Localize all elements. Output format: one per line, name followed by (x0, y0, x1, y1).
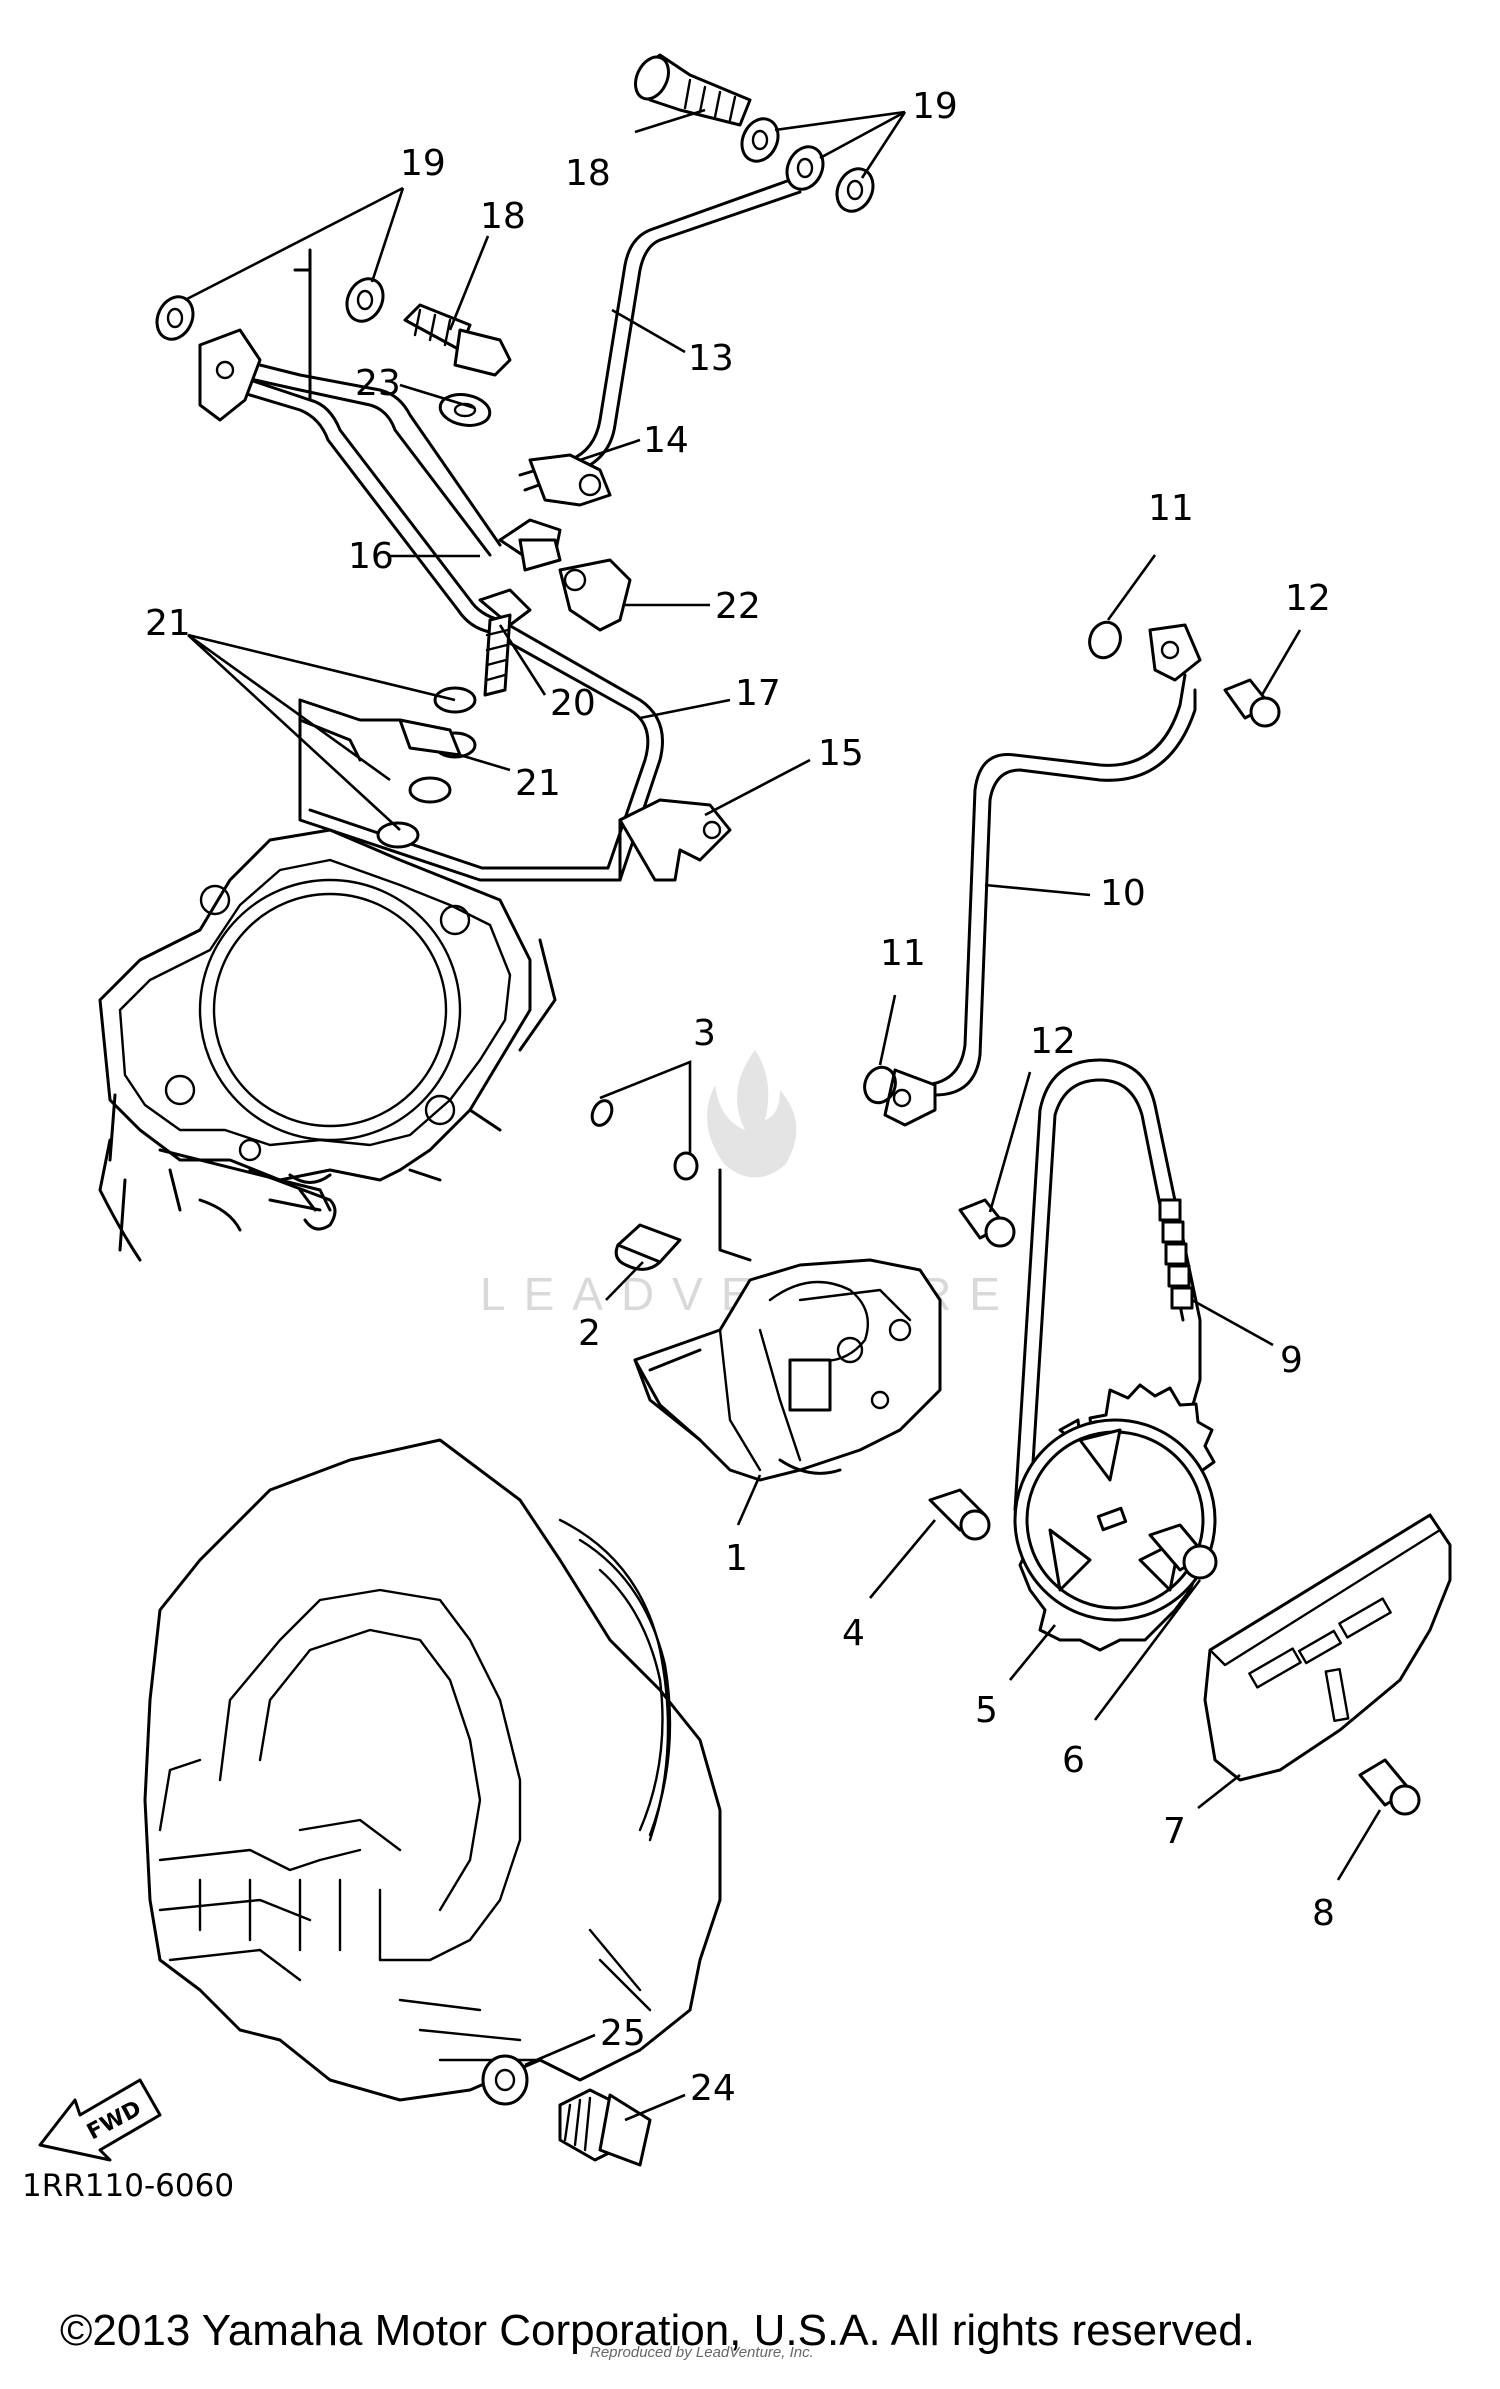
callout-22: 22 (715, 586, 761, 627)
callout-19a: 19 (912, 86, 958, 127)
oil-pipe-17 (238, 378, 682, 882)
callout-13: 13 (688, 338, 734, 379)
callout-18b: 18 (480, 196, 526, 237)
drain-washer-25 (481, 2054, 529, 2106)
fwd-arrow-icon: FWD (38, 2078, 162, 2162)
callout-4: 4 (842, 1613, 865, 1654)
pipe-o-rings (863, 620, 1122, 1105)
callout-21b: 21 (515, 763, 561, 804)
chain-links (1158, 1198, 1194, 1310)
pipe-fitting-left (198, 248, 502, 557)
drain-bolt-24 (558, 2088, 652, 2167)
callout-21a: 21 (145, 603, 191, 644)
copyright-notice: ©2013 Yamaha Motor Corporation, U.S.A. A… (60, 2306, 1255, 2355)
callout-25: 25 (600, 2013, 646, 2054)
callout-2: 2 (578, 1313, 601, 1354)
callout-12b: 12 (1030, 1021, 1076, 1062)
dowel-pin (614, 1223, 682, 1271)
union-bolt-18a (634, 53, 752, 127)
sprocket-cover (1203, 1513, 1452, 1782)
callout-11a: 11 (1148, 488, 1194, 529)
bracket-15 (618, 798, 732, 882)
callout-12a: 12 (1285, 578, 1331, 619)
callout-6: 6 (1062, 1740, 1085, 1781)
oil-pipe-10 (883, 623, 1202, 1127)
cylinder-outline (98, 828, 557, 1262)
callout-3: 3 (693, 1013, 716, 1054)
callouts: 1 2 3 4 5 6 7 8 9 10 11 11 12 12 13 14 1… (145, 86, 1382, 2122)
callout-10: 10 (1100, 873, 1146, 914)
oil-pump (633, 1168, 942, 1482)
crankcase-outline (143, 1438, 722, 2102)
bolt-8 (1358, 1758, 1421, 1816)
bolt-6 (1148, 1523, 1218, 1580)
callout-14: 14 (643, 420, 689, 461)
diagram-code: 1RR110-6060 (22, 2168, 235, 2204)
callout-5: 5 (975, 1690, 998, 1731)
drive-chain (1013, 1058, 1202, 1512)
union-bolt-18b (403, 303, 512, 377)
callout-24: 24 (690, 2068, 736, 2109)
o-rings (590, 1099, 699, 1181)
bolt-20 (478, 588, 532, 697)
callout-7: 7 (1163, 1811, 1186, 1852)
bolt-4 (928, 1488, 991, 1541)
callout-1: 1 (725, 1538, 748, 1579)
sprocket (1013, 1383, 1217, 1652)
callout-19b: 19 (400, 143, 446, 184)
callout-8: 8 (1312, 1893, 1335, 1934)
callout-9: 9 (1280, 1340, 1303, 1381)
callout-15: 15 (818, 733, 864, 774)
small-note: Reproduced by LeadVenture, Inc. (590, 2344, 814, 2361)
callout-11b: 11 (880, 933, 926, 974)
callout-16: 16 (348, 536, 394, 577)
washers-19 (155, 117, 875, 341)
callout-23: 23 (355, 363, 401, 404)
callout-17: 17 (735, 673, 781, 714)
callout-18a: 18 (565, 153, 611, 194)
union-bolts-12 (958, 678, 1281, 1248)
callout-20: 20 (550, 683, 596, 724)
